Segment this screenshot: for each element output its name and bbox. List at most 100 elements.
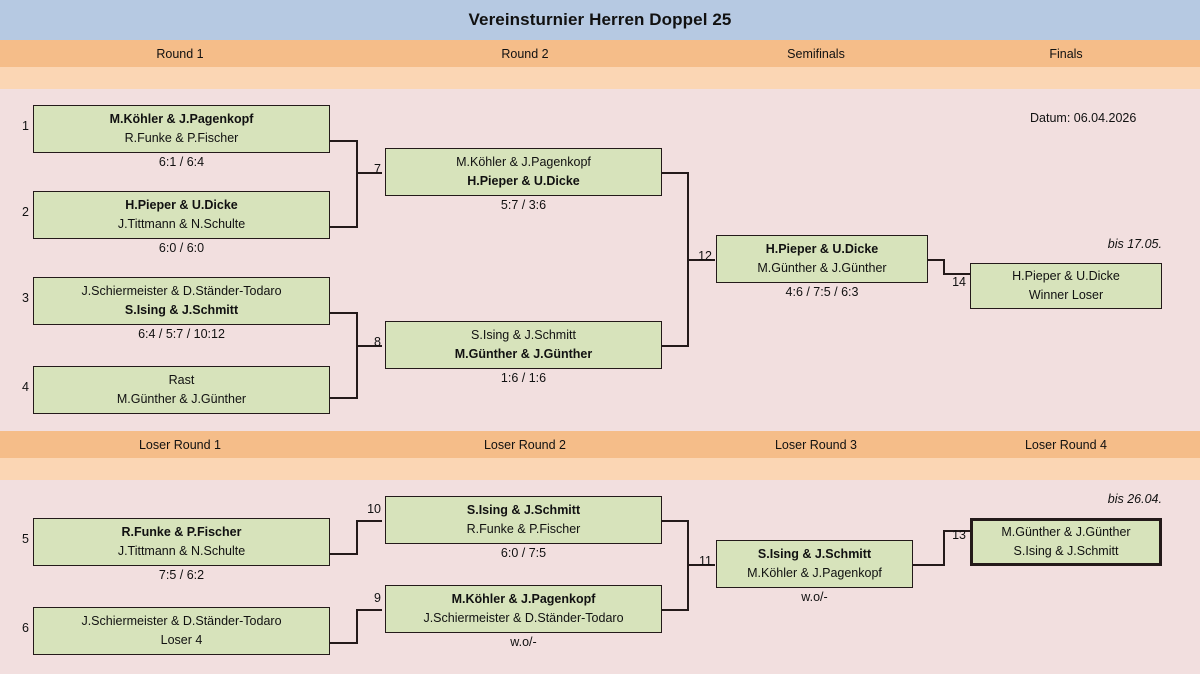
team-bottom: R.Funke & P.Fischer [124, 131, 239, 145]
team-bottom: M.Günther & J.Günther [757, 261, 887, 275]
connector [661, 345, 689, 347]
team-bottom: R.Funke & P.Fischer [466, 522, 581, 536]
connector [687, 259, 715, 261]
round-subband [0, 67, 1200, 89]
match-score: w.o/- [510, 635, 537, 649]
match-1[interactable]: 1 M.Köhler & J.Pagenkopf R.Funke & P.Fis… [22, 105, 330, 169]
match-number: 13 [952, 528, 966, 542]
connector [356, 172, 382, 174]
team-bottom: Winner Loser [1028, 288, 1104, 302]
team-bottom: M.Günther & J.Günther [454, 347, 593, 361]
team-bottom: J.Tittmann & N.Schulte [117, 217, 246, 231]
connector [927, 259, 945, 261]
connector [330, 642, 358, 644]
match-6[interactable]: 6 J.Schiermeister & D.Ständer-Todaro Los… [22, 607, 330, 655]
match-number: 2 [22, 205, 29, 219]
team-top: S.Ising & J.Schmitt [757, 546, 872, 561]
connector [356, 140, 358, 227]
team-top: Rast [168, 372, 195, 387]
match-number: 3 [22, 291, 29, 305]
team-bottom: M.Günther & J.Günther [116, 392, 247, 406]
team-bottom: J.Tittmann & N.Schulte [117, 544, 246, 558]
team-top: H.Pieper & U.Dicke [765, 241, 879, 256]
team-bottom: S.Ising & J.Schmitt [124, 303, 239, 317]
match-number: 5 [22, 532, 29, 546]
connector [356, 609, 358, 644]
connector [356, 520, 382, 522]
match-14[interactable]: bis 17.05. 14 H.Pieper & U.Dicke Winner … [952, 237, 1162, 309]
team-bottom: Loser 4 [160, 633, 203, 647]
page-title: Vereinsturnier Herren Doppel 25 [468, 10, 732, 29]
match-score: w.o/- [801, 590, 828, 604]
match-8[interactable]: 8 S.Ising & J.Schmitt M.Günther & J.Günt… [374, 321, 662, 385]
team-top: S.Ising & J.Schmitt [471, 327, 576, 342]
match-score: 4:6 / 7:5 / 6:3 [785, 285, 859, 299]
connector [330, 312, 358, 314]
match-10[interactable]: 10 S.Ising & J.Schmitt R.Funke & P.Fisch… [367, 496, 662, 560]
match-13[interactable]: bis 26.04. 13 M.Günther & J.Günther S.Is… [952, 492, 1162, 566]
match-9[interactable]: 9 M.Köhler & J.Pagenkopf J.Schiermeister… [374, 585, 662, 649]
connector [356, 609, 382, 611]
loser-round-label-2: Loser Round 2 [483, 437, 566, 452]
match-3[interactable]: 3 J.Schiermeister & D.Ständer-Todaro S.I… [22, 277, 330, 341]
match-7[interactable]: 7 M.Köhler & J.Pagenkopf H.Pieper & U.Di… [374, 148, 662, 212]
team-bottom: M.Köhler & J.Pagenkopf [747, 566, 882, 580]
connector [356, 345, 382, 347]
team-top: M.Köhler & J.Pagenkopf [109, 111, 254, 126]
connector [661, 520, 689, 522]
match-number: 12 [698, 249, 712, 263]
team-top: H.Pieper & U.Dicke [125, 197, 238, 212]
team-top: R.Funke & P.Fischer [121, 524, 242, 539]
team-top: J.Schiermeister & D.Ständer-Todaro [81, 283, 282, 298]
team-top: M.Günther & J.Günther [1001, 524, 1131, 539]
match-4[interactable]: 4 Rast M.Günther & J.Günther [22, 366, 330, 414]
team-top: H.Pieper & U.Dicke [1012, 268, 1120, 283]
match-number: 4 [22, 380, 29, 394]
match-deadline-note: bis 26.04. [1107, 492, 1162, 506]
match-12[interactable]: 12 H.Pieper & U.Dicke M.Günther & J.Günt… [698, 235, 928, 299]
match-score: 7:5 / 6:2 [158, 568, 205, 582]
match-score: 6:0 / 7:5 [500, 546, 547, 560]
team-top: S.Ising & J.Schmitt [466, 502, 581, 517]
match-number: 14 [952, 275, 966, 289]
match-2[interactable]: 2 H.Pieper & U.Dicke J.Tittmann & N.Schu… [22, 191, 330, 255]
connector [330, 140, 358, 142]
round-header-band [0, 40, 1200, 67]
match-number: 10 [367, 502, 381, 516]
match-11[interactable]: 11 S.Ising & J.Schmitt M.Köhler & J.Page… [699, 540, 913, 604]
title-band [0, 0, 1200, 40]
round-label-3: Semifinals [787, 46, 845, 61]
match-score: 5:7 / 3:6 [500, 198, 547, 212]
connector [913, 564, 945, 566]
loser-round-label-1: Loser Round 1 [138, 437, 221, 452]
connector [356, 520, 358, 555]
connector [330, 553, 358, 555]
connector [356, 312, 358, 398]
loser-round-label-4: Loser Round 4 [1024, 437, 1107, 452]
match-5[interactable]: 5 R.Funke & P.Fischer J.Tittmann & N.Sch… [22, 518, 330, 582]
match-number: 7 [374, 162, 381, 176]
loser-header-band [0, 431, 1200, 458]
team-bottom: J.Schiermeister & D.Ständer-Todaro [423, 611, 624, 625]
round-label-4: Finals [1049, 46, 1083, 61]
round-label-1: Round 1 [156, 46, 204, 61]
match-score: 6:0 / 6:0 [158, 241, 205, 255]
match-score: 6:4 / 5:7 / 10:12 [138, 327, 225, 341]
loser-round-label-3: Loser Round 3 [774, 437, 857, 452]
team-top: M.Köhler & J.Pagenkopf [456, 154, 591, 169]
match-deadline-note: bis 17.05. [1107, 237, 1162, 251]
match-number: 6 [22, 621, 29, 635]
match-number: 9 [374, 591, 381, 605]
match-number: 1 [22, 119, 29, 133]
connector [687, 564, 715, 566]
connector [943, 273, 971, 275]
connector [330, 226, 358, 228]
team-bottom: S.Ising & J.Schmitt [1013, 544, 1119, 558]
connector [943, 530, 945, 566]
team-bottom: H.Pieper & U.Dicke [467, 174, 580, 188]
tournament-date: Datum: 06.04.2026 [1030, 111, 1137, 125]
loser-subband [0, 458, 1200, 480]
round-label-2: Round 2 [501, 46, 549, 61]
connector [661, 609, 689, 611]
